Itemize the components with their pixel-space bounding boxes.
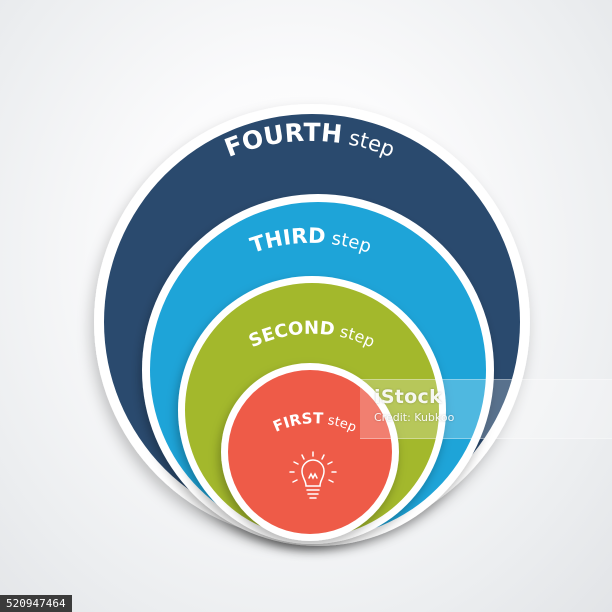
watermark-band <box>360 379 612 439</box>
ring-first <box>221 363 399 541</box>
watermark-credit: Credit: Kubkoo <box>374 411 455 424</box>
lightbulb-icon <box>289 451 337 499</box>
watermark-logo: iStock <box>374 386 443 408</box>
image-id-label: 520947464 <box>0 595 72 612</box>
ring-first-fill <box>228 370 392 534</box>
